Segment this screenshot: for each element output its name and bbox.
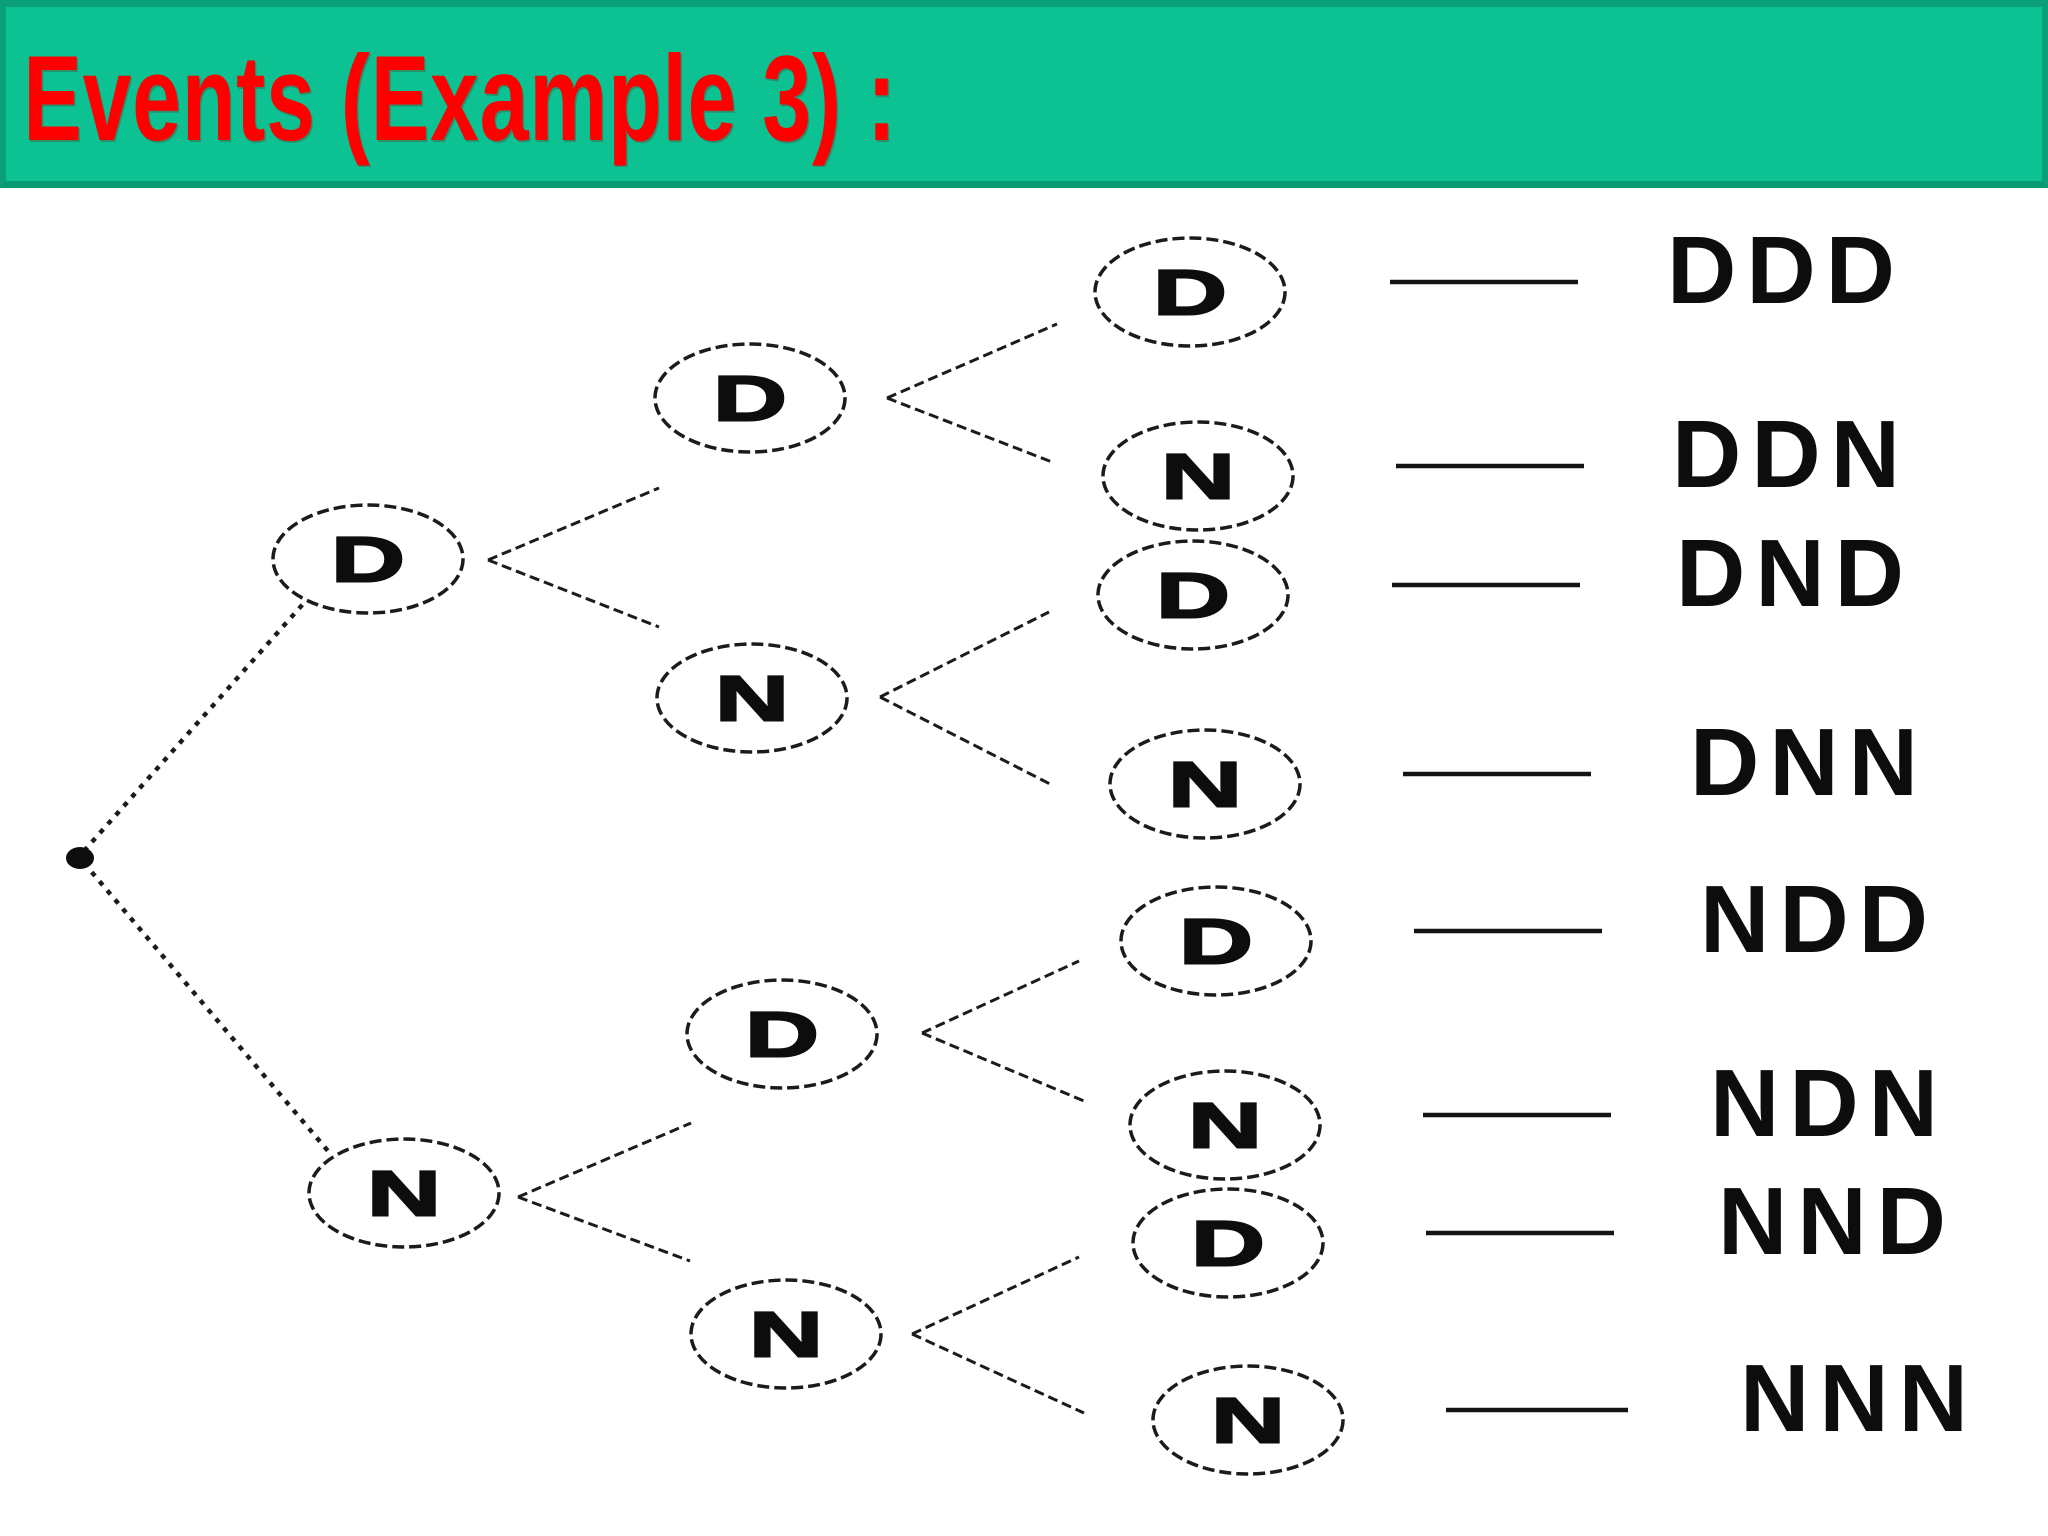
outcome-label-nnn: NNN (1740, 1345, 1978, 1452)
node-label-n: N (367, 1157, 441, 1229)
node-circle-ddd (1093, 236, 1287, 348)
node-label-ndn: N (1188, 1089, 1262, 1161)
node-circle-dnd (1096, 539, 1290, 651)
outcome-label-dnn: DNN (1690, 709, 1928, 816)
node-circle-nd (685, 978, 879, 1090)
edge-d-to-dn (487, 558, 660, 629)
node-circle-ddn (1101, 420, 1295, 532)
node-label-nnd: D (1191, 1207, 1265, 1279)
node-circle-dnn (1108, 728, 1302, 840)
outcome-label-nnd: NND (1718, 1168, 1956, 1275)
edge-nn-to-nnn (911, 1332, 1085, 1415)
edge-dd-to-ddd (886, 322, 1058, 400)
node-label-nn: N (749, 1298, 823, 1370)
node-circle-d (271, 503, 465, 615)
edge-root-to-d (82, 602, 305, 853)
node-circle-dn (655, 642, 849, 754)
node-label-ddd: D (1153, 256, 1227, 328)
outcome-label-ndn: NDN (1710, 1050, 1948, 1157)
node-label-d: D (331, 523, 405, 595)
edge-root-to-n (82, 861, 330, 1153)
outcome-label-dnd: DND (1676, 520, 1914, 627)
node-label-nd: D (745, 998, 819, 1070)
node-circle-nnd (1131, 1187, 1325, 1299)
node-circle-dd (653, 342, 847, 454)
title-banner: Events (Example 3) : (0, 0, 2048, 188)
outcome-label-ddd: DDD (1667, 217, 1905, 324)
page-title: Events (Example 3) : (23, 30, 897, 166)
root-node-dot (66, 847, 94, 869)
edge-nd-to-ndn (921, 1031, 1085, 1103)
node-circle-nn (689, 1278, 883, 1390)
node-label-dd: D (713, 362, 787, 434)
edge-d-to-dd (487, 486, 660, 562)
node-circle-ndn (1128, 1069, 1322, 1181)
node-circle-ndd (1119, 885, 1313, 997)
node-circle-n (307, 1137, 501, 1249)
node-label-dnn: N (1168, 748, 1242, 820)
edge-dn-to-dnn (879, 695, 1053, 787)
edge-nd-to-ndd (921, 959, 1080, 1035)
edge-dn-to-dnd (879, 610, 1050, 699)
node-label-ddn: N (1161, 440, 1235, 512)
outcome-label-ndd: NDD (1700, 866, 1938, 973)
node-label-ndd: D (1179, 905, 1253, 977)
edge-dd-to-ddn (886, 396, 1053, 464)
outcome-label-ddn: DDN (1672, 401, 1910, 508)
node-label-dn: N (715, 662, 789, 734)
node-label-dnd: D (1156, 559, 1230, 631)
node-label-nnn: N (1211, 1384, 1285, 1456)
edge-n-to-nd (517, 1121, 692, 1199)
node-circle-nnn (1151, 1364, 1345, 1476)
edge-nn-to-nnd (911, 1255, 1080, 1336)
edge-n-to-nn (517, 1195, 691, 1263)
